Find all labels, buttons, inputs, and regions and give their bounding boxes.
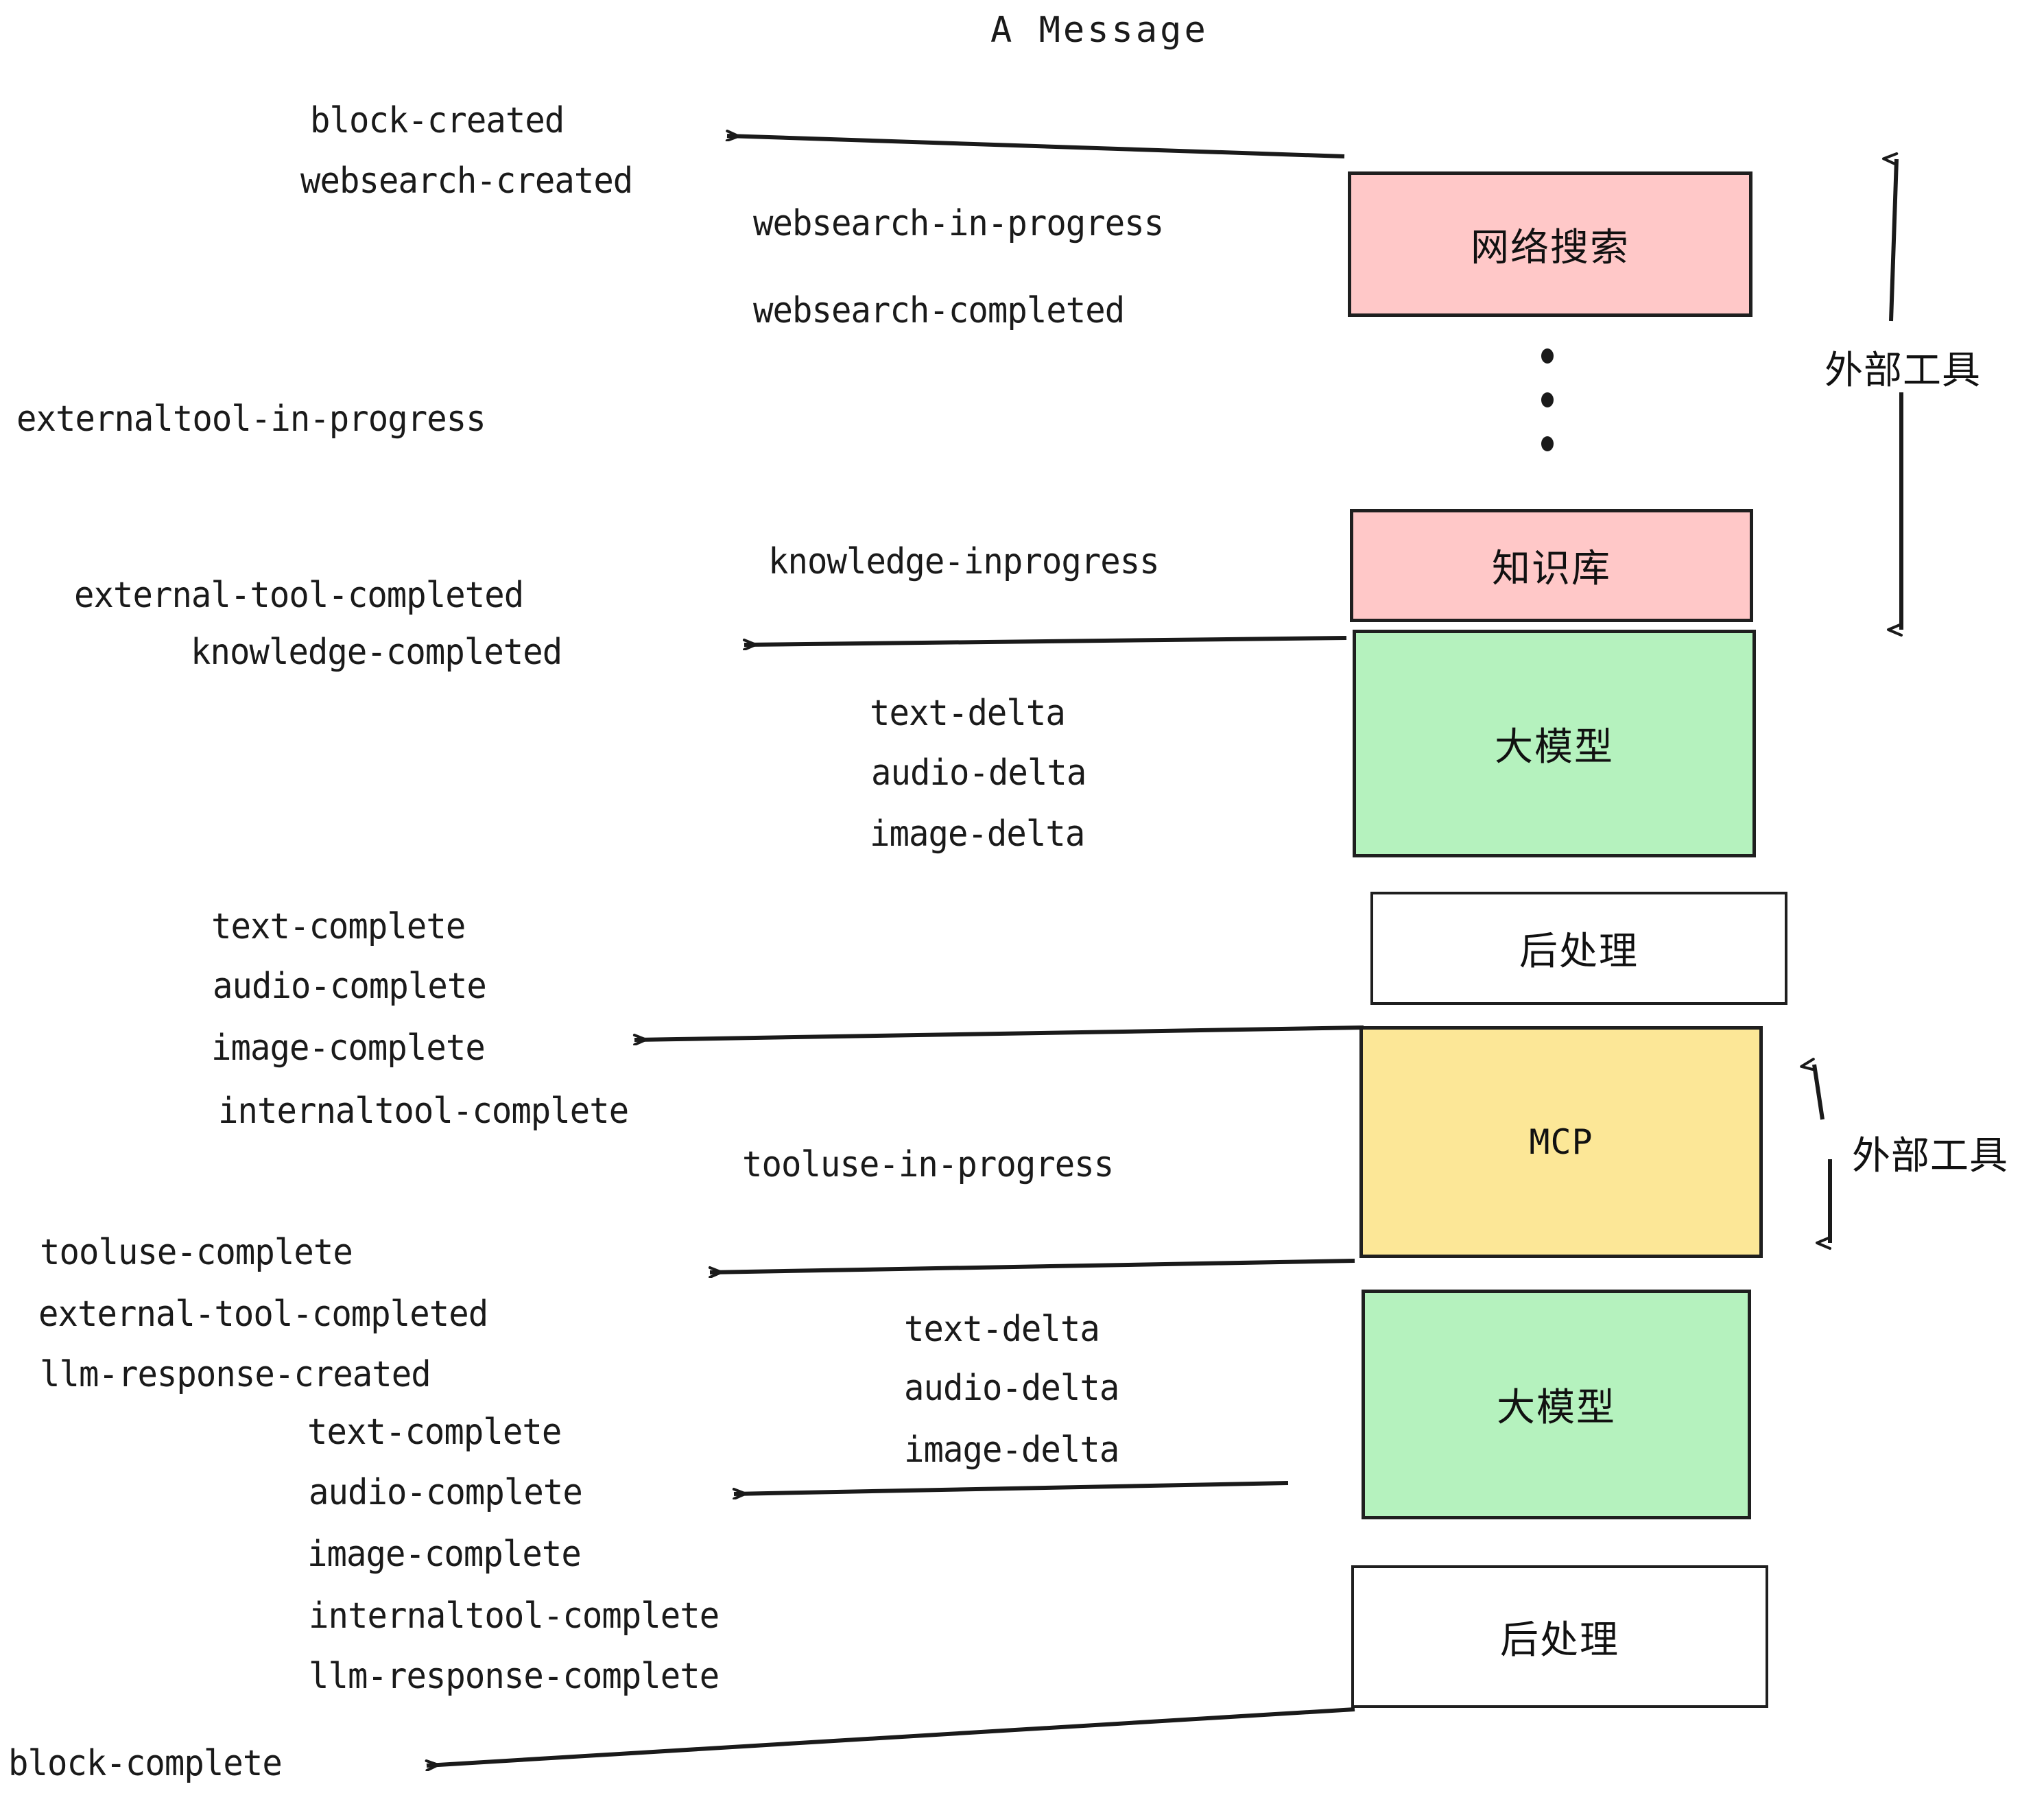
event-llm-response-created: llm-response-created xyxy=(40,1354,431,1395)
event-audio-complete-2: audio-complete xyxy=(309,1472,583,1513)
node-websearch-label: 网络搜索 xyxy=(1471,225,1630,270)
event-audio-complete-1: audio-complete xyxy=(213,966,487,1007)
arrow-mcp-to-tooluse-complete xyxy=(710,1259,1355,1272)
event-audio-delta-2: audio-delta xyxy=(904,1368,1119,1409)
event-text-delta-2: text-delta xyxy=(904,1309,1100,1350)
event-image-delta-1: image-delta xyxy=(870,814,1085,855)
vertical-ellipsis-icon xyxy=(1540,348,1555,451)
node-post-processing-top-label: 后处理 xyxy=(1519,929,1639,974)
event-external-tool-completed-1: external-tool-completed xyxy=(74,575,524,616)
diagram-title: A Message xyxy=(990,10,1209,51)
event-block-created: block-created xyxy=(310,100,565,141)
arrow-websearch-to-block-created xyxy=(727,136,1345,158)
arrow-external-tools-bottom-up xyxy=(1814,1065,1825,1120)
arrow-external-tools-top-up xyxy=(1891,159,1899,322)
node-llm-top[interactable]: 大模型 xyxy=(1353,630,1756,857)
event-text-complete-2: text-complete xyxy=(307,1412,562,1453)
event-image-delta-2: image-delta xyxy=(904,1429,1119,1471)
event-tooluse-in-progress: tooluse-in-progress xyxy=(742,1144,1114,1185)
event-image-complete-2: image-complete xyxy=(307,1534,582,1575)
event-llm-response-complete: llm-response-complete xyxy=(309,1656,720,1697)
event-block-complete: block-complete xyxy=(8,1743,283,1784)
node-mcp[interactable]: MCP xyxy=(1359,1026,1763,1258)
event-internaltool-complete-2: internaltool-complete xyxy=(309,1595,720,1637)
side-label-external-tools-top: 外部工具 xyxy=(1825,348,1981,393)
event-tooluse-complete: tooluse-complete xyxy=(40,1232,353,1273)
arrow-post-to-block-complete xyxy=(427,1707,1355,1766)
node-mcp-label: MCP xyxy=(1529,1122,1593,1162)
node-knowledge-base-label: 知识库 xyxy=(1492,547,1611,591)
node-llm-bottom[interactable]: 大模型 xyxy=(1362,1290,1751,1519)
event-audio-delta-1: audio-delta xyxy=(871,752,1086,794)
arrow-llm-to-audio-complete xyxy=(734,1481,1289,1494)
event-websearch-created: websearch-created xyxy=(300,161,633,202)
arrow-knowledge-to-knowledge-completed xyxy=(744,636,1347,645)
event-knowledge-completed: knowledge-completed xyxy=(191,632,562,673)
event-knowledge-inprogress: knowledge-inprogress xyxy=(768,541,1160,582)
node-llm-top-label: 大模型 xyxy=(1495,724,1614,770)
event-text-delta-1: text-delta xyxy=(870,693,1066,734)
node-knowledge-base[interactable]: 知识库 xyxy=(1350,509,1753,622)
event-externaltool-in-progress: externaltool-in-progress xyxy=(16,399,486,440)
node-llm-bottom-label: 大模型 xyxy=(1497,1386,1616,1430)
event-image-complete-1: image-complete xyxy=(211,1028,486,1069)
node-post-processing-bottom-label: 后处理 xyxy=(1500,1617,1619,1663)
node-post-processing-top[interactable]: 后处理 xyxy=(1370,892,1787,1005)
arrow-post-to-image-complete xyxy=(634,1025,1364,1040)
event-websearch-in-progress: websearch-in-progress xyxy=(753,203,1164,244)
event-external-tool-completed-2: external-tool-completed xyxy=(38,1294,488,1335)
node-post-processing-bottom[interactable]: 后处理 xyxy=(1351,1565,1768,1708)
event-websearch-completed: websearch-completed xyxy=(753,290,1125,331)
event-text-complete-1: text-complete xyxy=(211,906,466,947)
node-websearch[interactable]: 网络搜索 xyxy=(1348,171,1752,317)
event-internaltool-complete-1: internaltool-complete xyxy=(218,1091,629,1132)
side-label-external-tools-bottom: 外部工具 xyxy=(1852,1134,2008,1178)
